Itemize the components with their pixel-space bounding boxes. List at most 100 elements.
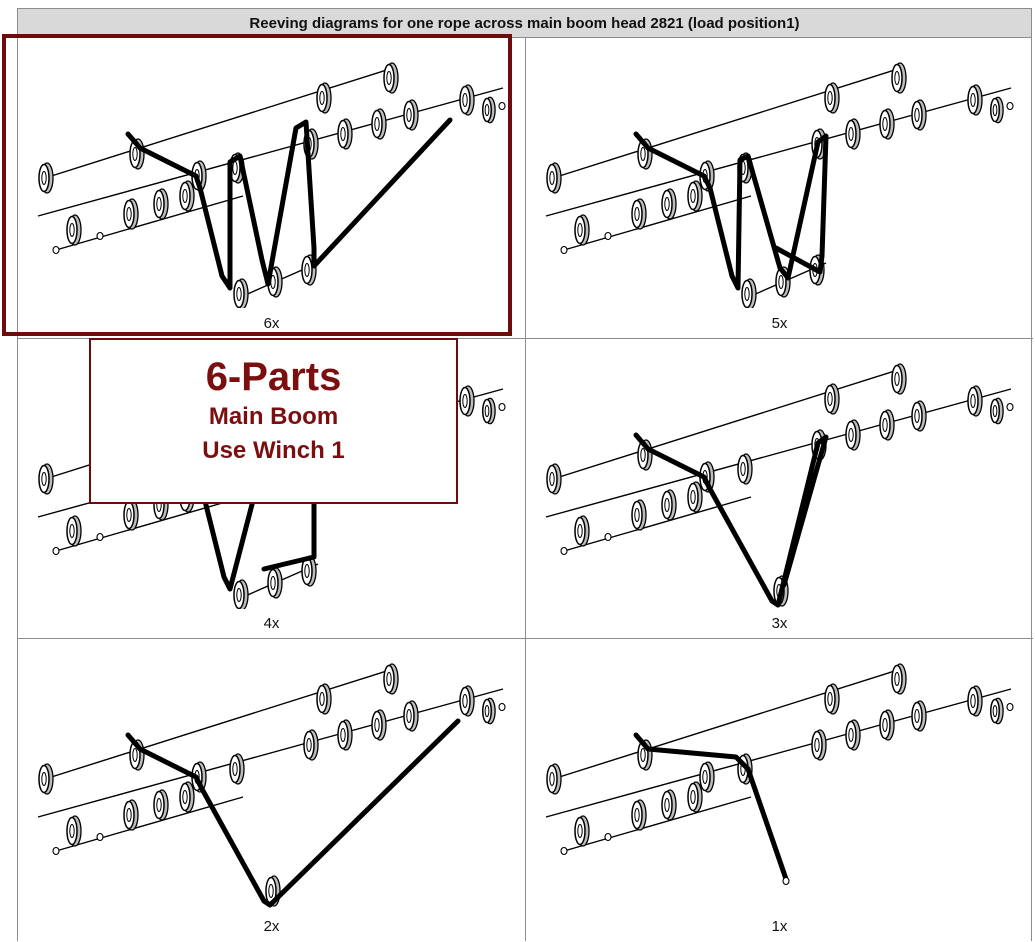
pin: [1006, 402, 1014, 412]
pin: [498, 402, 506, 412]
rope-path: [633, 432, 829, 608]
sheave: [661, 489, 677, 521]
sheave: [891, 663, 907, 695]
sheave: [879, 709, 895, 741]
sheave: [775, 266, 791, 298]
diagram-cell-3x[interactable]: 3x: [526, 339, 1033, 639]
sheave: [123, 198, 139, 230]
sheave: [153, 789, 169, 821]
sheave: [687, 180, 703, 212]
pin: [1006, 702, 1014, 712]
diagram-caption: 6x: [263, 315, 280, 332]
parts-callout: 6-Parts Main Boom Use Winch 1: [89, 338, 458, 504]
diagram-cell-2x[interactable]: 2x: [18, 639, 526, 941]
sheave: [123, 499, 139, 531]
pin: [560, 245, 568, 255]
sheave: [383, 62, 399, 94]
middle-shaft: [545, 87, 1012, 217]
sheave: [383, 663, 399, 695]
sheave: [631, 499, 647, 531]
upper-shaft: [552, 368, 902, 480]
middle-shaft: [37, 688, 504, 818]
sheave: [66, 815, 82, 847]
sheave: [661, 789, 677, 821]
sheave: [891, 62, 907, 94]
sheave: [316, 683, 332, 715]
sheave: [687, 481, 703, 513]
sheave: [911, 700, 927, 732]
diagram-caption: 3x: [771, 615, 788, 632]
sheave: [337, 118, 353, 150]
upper-shaft: [44, 668, 394, 780]
sheave: [824, 383, 840, 415]
rope-path: [633, 131, 829, 291]
pin: [604, 231, 612, 241]
sheave: [699, 761, 715, 793]
pin: [52, 846, 60, 856]
sheave: [631, 799, 647, 831]
pin: [604, 832, 612, 842]
pin: [96, 832, 104, 842]
sheave: [967, 84, 983, 116]
sheave: [233, 579, 249, 609]
sheave: [403, 700, 419, 732]
sheave: [737, 453, 753, 485]
sheave: [303, 729, 319, 761]
callout-title: 6-Parts: [205, 355, 342, 399]
sheave: [741, 278, 757, 308]
sheave: [179, 180, 195, 212]
sheave: [66, 214, 82, 246]
sheave: [661, 188, 677, 220]
sheave: [879, 108, 895, 140]
sheave: [482, 96, 496, 124]
sheave: [845, 419, 861, 451]
lower-shaft: [563, 195, 752, 251]
sheave: [371, 108, 387, 140]
pin: [498, 101, 506, 111]
diagram-caption: 5x: [771, 315, 788, 332]
sheave: [482, 397, 496, 425]
diagram-cell-6x[interactable]: 6x: [18, 38, 526, 339]
sheave: [482, 697, 496, 725]
sheave: [574, 815, 590, 847]
diagram-cell-1x[interactable]: 1x: [526, 639, 1033, 941]
rope-path: [125, 718, 461, 908]
sheave: [574, 214, 590, 246]
callout-winch: Use Winch 1: [202, 437, 345, 464]
sheave: [546, 763, 562, 795]
sheave: [811, 729, 827, 761]
middle-shaft: [545, 388, 1012, 518]
sheave: [687, 781, 703, 813]
sheave: [316, 82, 332, 114]
upper-shaft: [44, 67, 394, 179]
sheave: [546, 463, 562, 495]
pin: [498, 702, 506, 712]
rope-path: [125, 117, 453, 291]
pin: [96, 231, 104, 241]
pin: [560, 846, 568, 856]
diagram-caption: 1x: [771, 918, 788, 935]
sheave: [967, 685, 983, 717]
sheave: [267, 567, 283, 599]
sheave: [546, 162, 562, 194]
lower-shaft: [55, 496, 244, 552]
sheave: [990, 96, 1004, 124]
reeving-diagram-2x: [37, 663, 506, 908]
middle-shaft: [37, 87, 504, 217]
pin: [96, 532, 104, 542]
sheave: [459, 385, 475, 417]
sheave: [66, 515, 82, 547]
sheave: [229, 753, 245, 785]
pin: [52, 245, 60, 255]
sheave: [631, 198, 647, 230]
pin: [782, 876, 790, 886]
sheave: [845, 118, 861, 150]
sheave: [153, 188, 169, 220]
diagram-cell-5x[interactable]: 5x: [526, 38, 1033, 339]
callout-boom: Main Boom: [208, 403, 339, 430]
lower-shaft: [55, 195, 244, 251]
sheave: [911, 99, 927, 131]
sheave: [38, 162, 54, 194]
upper-shaft: [552, 67, 902, 179]
reeving-diagram-6x: [37, 62, 506, 308]
